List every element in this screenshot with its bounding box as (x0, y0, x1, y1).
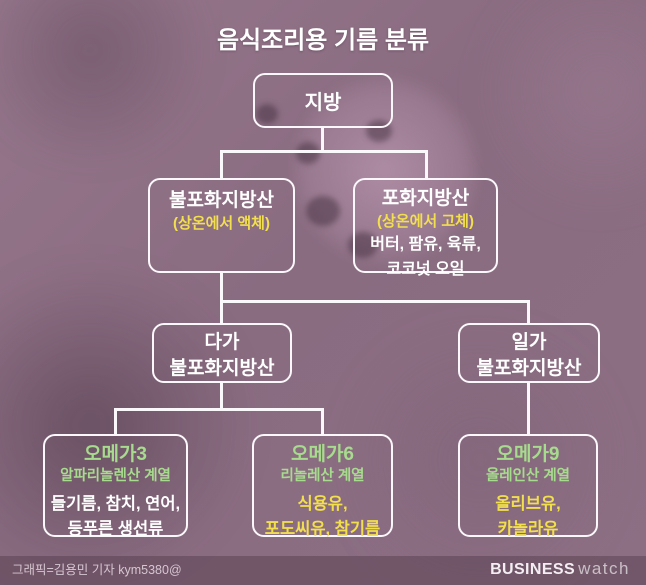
node-title-line: 다가 (204, 332, 240, 353)
node-unsaturated-fatty-acid: 불포화지방산 (상온에서 액체) (148, 178, 295, 273)
bg-berry-spot (306, 196, 340, 226)
node-subtitle: (상온에서 고체) (377, 213, 474, 230)
omega-item: 포도씨유, 참기름 (264, 520, 381, 538)
omega-name: 오메가3 (83, 444, 147, 465)
omega-series: 알파리놀렌산 계열 (60, 468, 171, 484)
node-item: 버터, 팜유, 육류, (370, 236, 481, 253)
omega-item: 올리브유, (495, 495, 561, 513)
connector-line (220, 150, 223, 178)
bg-berry-spot (296, 142, 320, 164)
connector-line (114, 408, 324, 411)
connector-line (114, 408, 117, 434)
connector-line (527, 300, 530, 323)
logo-business-text: BUSINESS (490, 561, 576, 578)
connector-line (321, 408, 324, 434)
logo-watch-text: watch (578, 559, 630, 578)
node-polyunsaturated: 다가 불포화지방산 (152, 323, 292, 383)
node-subtitle: (상온에서 액체) (173, 215, 270, 232)
connector-line (220, 150, 428, 153)
node-monounsaturated: 일가 불포화지방산 (458, 323, 600, 383)
connector-line (220, 300, 223, 323)
omega-item: 카놀라유 (497, 520, 559, 538)
node-fat: 지방 (253, 73, 393, 128)
omega-name: 오메가6 (290, 444, 354, 465)
node-title: 포화지방산 (381, 188, 470, 209)
connector-line (527, 382, 530, 434)
node-saturated-fatty-acid: 포화지방산 (상온에서 고체) 버터, 팜유, 육류, 코코넛 오일 (353, 178, 498, 278)
omega-item: 들기름, 참치, 연어, (50, 495, 181, 513)
node-omega3: 오메가3 알파리놀렌산 계열 들기름, 참치, 연어, 등푸른 생선류 (43, 434, 188, 538)
omega-item: 등푸른 생선류 (67, 520, 164, 538)
node-omega6: 오메가6 리놀레산 계열 식용유, 포도씨유, 참기름 (252, 434, 393, 538)
node-fat-label: 지방 (304, 92, 342, 114)
omega-item: 식용유, (297, 495, 348, 513)
omega-name: 오메가9 (496, 444, 560, 465)
node-title-line: 불포화지방산 (476, 358, 582, 379)
node-title-line: 불포화지방산 (169, 358, 275, 379)
connector-line (220, 272, 223, 303)
node-item: 코코넛 오일 (386, 261, 465, 278)
omega-series: 올레인산 계열 (485, 468, 571, 484)
connector-line (220, 300, 530, 303)
connector-line (425, 150, 428, 178)
node-title: 불포화지방산 (169, 190, 274, 211)
footer-band (0, 556, 646, 585)
connector-line (220, 382, 223, 411)
node-omega9: 오메가9 올레인산 계열 올리브유, 카놀라유 (458, 434, 598, 538)
connector-line (321, 126, 324, 153)
omega-series: 리놀레산 계열 (280, 468, 365, 484)
credit-text: 그래픽=김용민 기자 kym5380@ (12, 563, 182, 577)
node-title-line: 일가 (511, 332, 547, 353)
page-title: 음식조리용 기름 분류 (216, 27, 430, 54)
